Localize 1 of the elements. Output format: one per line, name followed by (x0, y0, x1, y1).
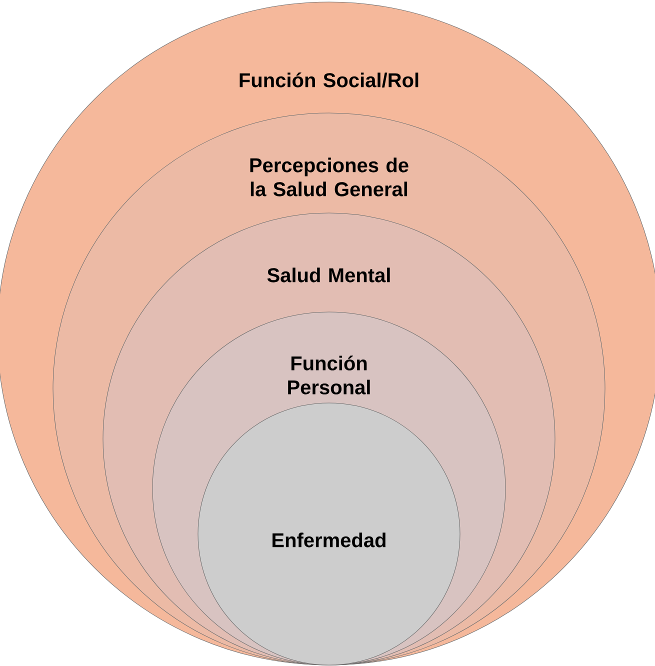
circle-layer: Enfermedad (198, 402, 460, 666)
